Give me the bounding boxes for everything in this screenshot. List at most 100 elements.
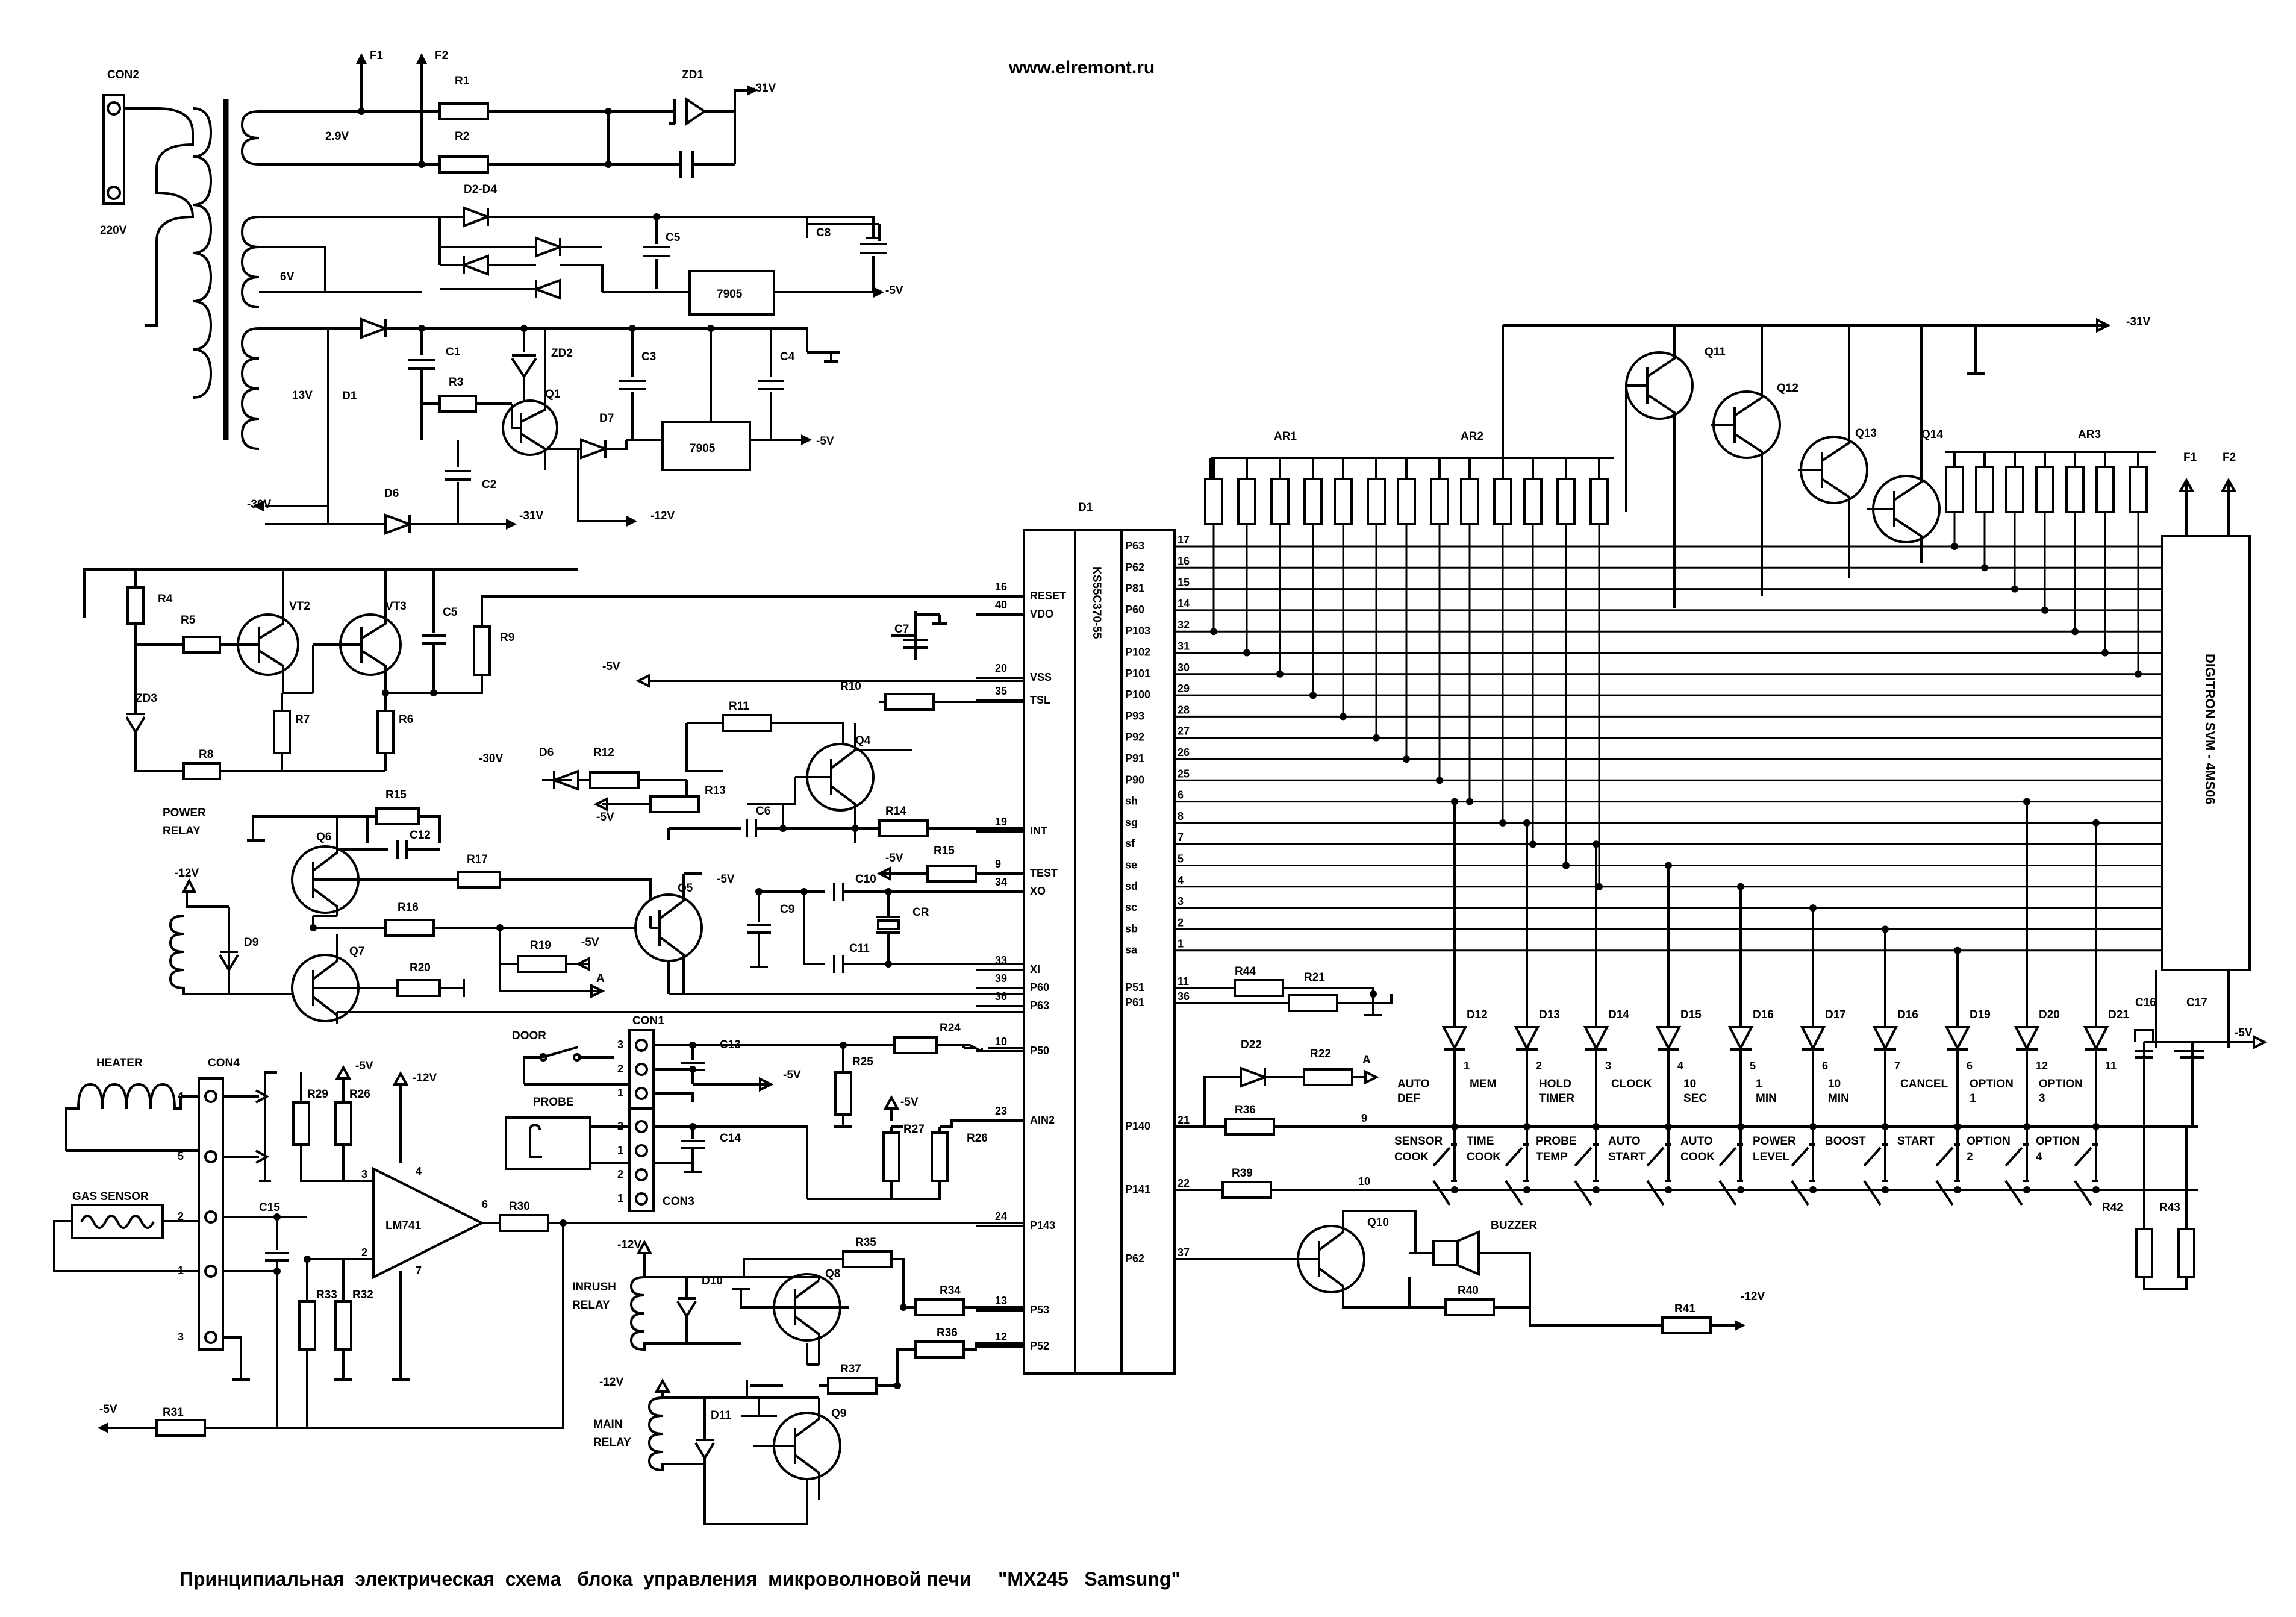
minus30-ps-label: -30V (247, 498, 271, 511)
ic-right-pin-name: P102 (1125, 646, 1150, 658)
q5-transistor (634, 893, 703, 962)
array-resistor (1975, 466, 1994, 513)
ic-left-pin-num: 12 (995, 1331, 1007, 1343)
array-resistor (1460, 478, 1479, 525)
ic-right-pin-name: P101 (1125, 668, 1150, 680)
reset-circuit: R4 R5 VT2 VT3 C5 ZD3 R8 R7 R6 R9 (83, 568, 1024, 780)
key-label-top: OPTION (1970, 1078, 2014, 1090)
key-diode-num: 7 (1894, 1060, 1900, 1072)
r15-resistor (375, 807, 420, 825)
key-switch[interactable] (1505, 1180, 1529, 1206)
key-switch[interactable] (1432, 1180, 1457, 1206)
ic-left-pin-num: 20 (995, 662, 1007, 674)
key-switch[interactable] (1505, 1143, 1529, 1167)
key-switch[interactable] (1574, 1180, 1599, 1206)
r36-key-resistor (1224, 1118, 1275, 1136)
ic-right-pin-name: P93 (1125, 710, 1144, 722)
key-diode (1514, 1026, 1540, 1051)
key-switch[interactable] (1935, 1180, 1960, 1206)
voltage-2-9-label: 2.9V (325, 130, 349, 143)
key-switch[interactable] (1791, 1143, 1815, 1167)
display-driver-section: -31V AR1 AR2 AR3 Q11 Q12 Q13 Q14 DIGITRO… (1175, 316, 2251, 971)
svg-text:1: 1 (617, 1087, 623, 1099)
r6-label: R6 (399, 713, 413, 726)
r14-resistor (878, 819, 929, 837)
minus5-test-label: -5V (885, 852, 903, 865)
minus12-ps-label: -12V (650, 510, 675, 522)
ic-left-pin-num: 10 (995, 1036, 1007, 1048)
array-resistor (1367, 478, 1386, 525)
ic-right-pin-num: 4 (1178, 874, 1184, 886)
key-label-bottom: 2 (1967, 1151, 1973, 1163)
con1-connector (628, 1029, 655, 1110)
key-diode-label: D17 (1825, 1009, 1846, 1021)
r31-resistor (155, 1419, 206, 1437)
r34-resistor (914, 1298, 965, 1316)
key-diode-num: 6 (1822, 1060, 1828, 1072)
r35-label: R35 (855, 1236, 876, 1249)
key-switch[interactable] (2074, 1180, 2098, 1206)
digitron-display (2161, 535, 2251, 971)
key-switch[interactable] (1791, 1180, 1815, 1206)
ic-right-pin-num: 1 (1178, 938, 1184, 950)
key-label-top: 1 (1970, 1092, 1976, 1105)
svg-text:5: 5 (178, 1150, 184, 1162)
ic-left-pin-name: P63 (1030, 999, 1049, 1012)
d11-label: D11 (711, 1409, 731, 1422)
r5-resistor (182, 636, 221, 654)
r37-resistor (827, 1377, 878, 1395)
r2-label: R2 (455, 130, 469, 143)
ic-right-pin-name: P62 (1125, 1253, 1144, 1265)
ic-right-pin-name: sh (1125, 795, 1138, 807)
key-label-bottom: AUTO (1608, 1135, 1640, 1148)
key-switch[interactable] (1863, 1180, 1888, 1206)
key-label-bottom: COOK (1394, 1151, 1429, 1163)
ic-right-pin-name: sc (1125, 901, 1137, 913)
array-resistor (1303, 478, 1323, 525)
d6-q4-label: D6 (539, 746, 554, 759)
svg-text:2: 2 (178, 1210, 184, 1222)
minus31-ps-label: -31V (519, 510, 543, 522)
key-switch[interactable] (1863, 1143, 1888, 1167)
ic-right-pin-name: P103 (1125, 625, 1150, 637)
key-diode-num: 4 (1677, 1060, 1683, 1072)
key-switch[interactable] (1432, 1143, 1457, 1167)
r27-resistor (882, 1131, 900, 1182)
key-matrix-section: R44 R21 D22 R22 A R36 R39 9 10 D121AUTOD… (1175, 798, 2268, 1334)
key-label-top: SEC (1683, 1092, 1707, 1105)
q4-label: Q4 (855, 734, 871, 747)
minus5-r31-label: -5V (99, 1403, 117, 1416)
r11-label: R11 (729, 700, 749, 713)
svg-text:1: 1 (617, 1144, 623, 1156)
key-switch[interactable] (1718, 1143, 1743, 1167)
q9-label: Q9 (831, 1407, 846, 1420)
c1-label: C1 (446, 346, 461, 358)
zd3-label: ZD3 (136, 692, 157, 705)
ic-left-pin-num: 23 (995, 1105, 1007, 1117)
r8-label: R8 (199, 748, 213, 761)
ic-right-pin-name: P92 (1125, 731, 1144, 743)
key-switch[interactable] (1646, 1180, 1671, 1206)
c10-label: C10 (855, 873, 876, 886)
minus12-powerrelay-label: -12V (175, 867, 199, 880)
key-diode-num: 11 (2105, 1060, 2117, 1072)
key-label-bottom: START (1897, 1135, 1935, 1148)
power-supply-section: CON2 220V 2.9V F1 F2 R1 R2 ZD1 -31V 6V (100, 49, 903, 535)
key-switch[interactable] (2074, 1143, 2098, 1167)
transformer (192, 99, 260, 450)
r31-label: R31 (163, 1406, 184, 1419)
key-switch[interactable] (2004, 1180, 2029, 1206)
minus5-vss-label: -5V (602, 660, 620, 673)
key-switch[interactable] (1574, 1143, 1599, 1167)
array-resistor (1334, 478, 1353, 525)
r7-resistor (273, 710, 291, 754)
key-switch[interactable] (1935, 1143, 1960, 1167)
key-diode (1800, 1026, 1826, 1051)
main-relay-label-2: RELAY (593, 1436, 631, 1449)
key-switch[interactable] (1718, 1180, 1743, 1206)
key-diode-label: D12 (1467, 1009, 1488, 1021)
key-switch[interactable] (1646, 1143, 1671, 1167)
key-switch[interactable] (2004, 1143, 2029, 1167)
